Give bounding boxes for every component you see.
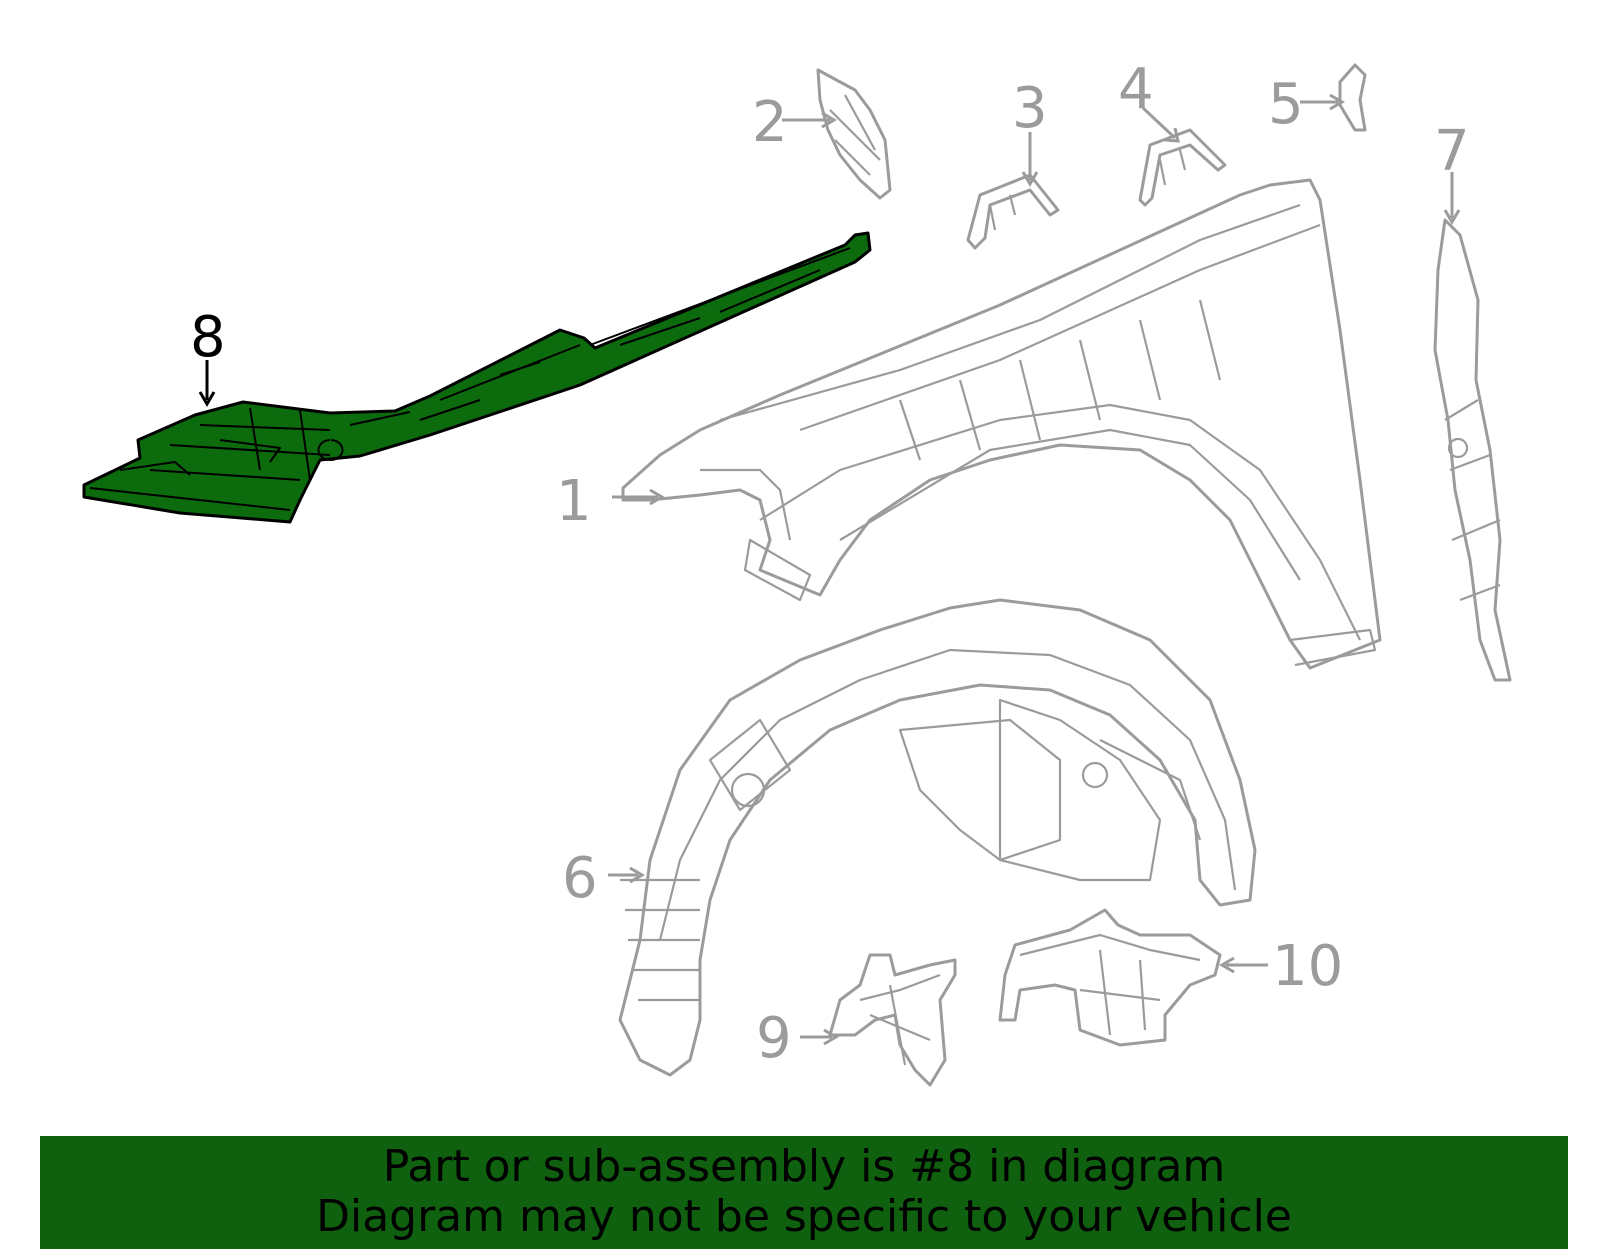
info-banner: Part or sub-assembly is #8 in diagram Di… [40,1136,1568,1249]
callout-1: 1 [556,469,592,534]
part-9-bracket[interactable] [828,953,957,1087]
callout-10: 10 [1272,934,1343,999]
part-6-wheel-liner[interactable] [618,598,1257,1077]
part-3-bracket[interactable] [966,173,1060,250]
part-1-fender[interactable] [621,178,1382,670]
part-4-bracket[interactable] [1138,128,1227,207]
callout-3: 3 [1012,76,1048,141]
callout-7: 7 [1434,119,1470,184]
part-8-highlighted[interactable] [82,231,872,524]
part-2-bracket[interactable] [816,68,892,200]
callout-4: 4 [1118,57,1154,122]
callout-9: 9 [756,1006,792,1071]
part-5-clip[interactable] [1338,63,1367,132]
leader-lines [198,93,1461,1046]
part-10-bracket[interactable] [998,908,1222,1047]
part-7-seal[interactable] [1433,218,1512,682]
callout-labels: 1 2 3 4 5 6 7 8 9 10 [190,57,1470,1071]
callout-2: 2 [752,90,788,155]
callout-5: 5 [1268,72,1304,137]
callout-8: 8 [190,305,226,370]
banner-line-1: Part or sub-assembly is #8 in diagram [382,1141,1226,1192]
callout-6: 6 [562,846,598,911]
banner-line-2: Diagram may not be specific to your vehi… [316,1191,1292,1242]
